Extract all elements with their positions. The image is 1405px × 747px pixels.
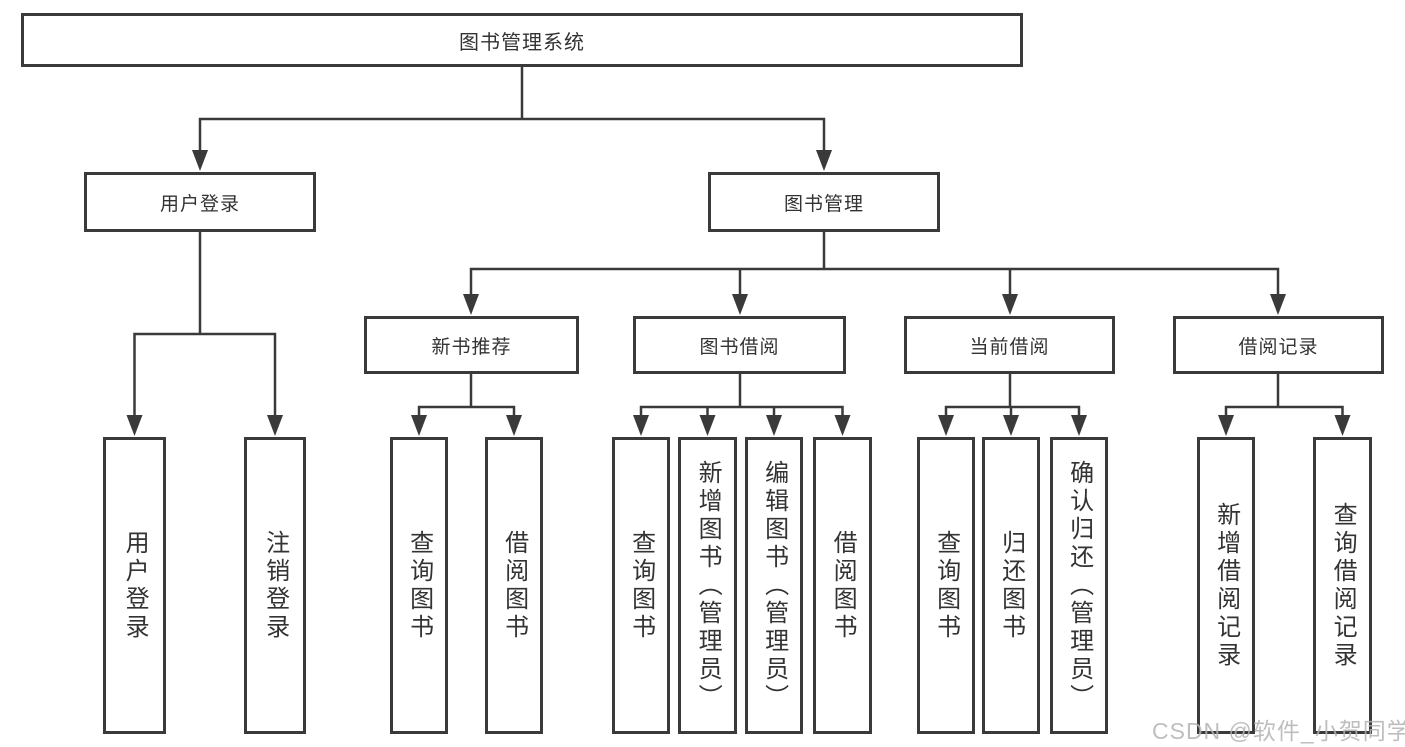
csdn-watermark: CSDN @软件_小贺同学 bbox=[1152, 718, 1405, 744]
arrowhead-down-icon bbox=[1002, 294, 1018, 315]
connector-borrow-records-to-leaves bbox=[1224, 372, 1344, 419]
leaf-add-book-admin: 新增图书（管理员） bbox=[678, 437, 737, 734]
arrowhead-down-icon bbox=[267, 415, 283, 436]
arrowhead-down-icon bbox=[766, 415, 782, 436]
leaf-borrow-books-recommend: 借阅图书 bbox=[485, 437, 543, 734]
connector-root-to-branches bbox=[198, 64, 826, 154]
node-borrow-records: 借阅记录 bbox=[1173, 316, 1384, 374]
node-label: 新书推荐 bbox=[431, 336, 512, 358]
node-label: 用户登录 bbox=[159, 193, 240, 215]
node-label: 图书管理系统 bbox=[459, 31, 585, 54]
node-book-borrow: 图书借阅 bbox=[633, 316, 846, 374]
node-label: 编辑图书（管理员） bbox=[760, 459, 788, 712]
node-label: 借阅记录 bbox=[1238, 336, 1319, 358]
node-label: 归还图书 bbox=[997, 529, 1025, 642]
arrowhead-down-icon bbox=[834, 415, 851, 436]
leaf-query-books-current: 查询图书 bbox=[917, 437, 975, 734]
arrowhead-down-icon bbox=[1334, 415, 1351, 436]
arrowhead-down-icon bbox=[463, 294, 479, 315]
leaf-query-books-recommend: 查询图书 bbox=[390, 437, 448, 734]
leaf-borrow-books: 借阅图书 bbox=[813, 437, 872, 734]
node-book-management-branch: 图书管理 bbox=[708, 172, 940, 232]
node-label: 图书管理 bbox=[783, 193, 864, 215]
arrowhead-down-icon bbox=[411, 415, 427, 436]
node-label: 查询图书 bbox=[405, 529, 433, 642]
node-label: 借阅图书 bbox=[500, 529, 528, 642]
connector-new-books-to-leaves bbox=[417, 372, 516, 419]
arrowhead-down-icon bbox=[1218, 415, 1234, 436]
arrowhead-down-icon bbox=[699, 415, 716, 436]
arrowhead-down-icon bbox=[633, 415, 649, 436]
node-user-login-branch: 用户登录 bbox=[84, 172, 316, 232]
node-label: 查询图书 bbox=[932, 529, 960, 642]
arrowhead-down-icon bbox=[1071, 415, 1087, 436]
node-new-book-recommend: 新书推荐 bbox=[364, 316, 579, 374]
node-label: 用户登录 bbox=[121, 529, 149, 642]
leaf-return-books: 归还图书 bbox=[982, 437, 1040, 734]
arrowhead-down-icon bbox=[732, 294, 748, 315]
connector-book-management-to-modules bbox=[469, 230, 1280, 298]
arrowhead-down-icon bbox=[1270, 294, 1286, 315]
arrowhead-down-icon bbox=[816, 150, 832, 171]
arrowhead-down-icon bbox=[192, 150, 208, 171]
arrowhead-down-icon bbox=[938, 415, 954, 436]
leaf-logout: 注销登录 bbox=[244, 437, 306, 734]
arrowhead-down-icon bbox=[126, 415, 143, 436]
leaf-edit-book-admin: 编辑图书（管理员） bbox=[745, 437, 803, 734]
node-label: 借阅图书 bbox=[829, 529, 857, 642]
node-library-system-root: 图书管理系统 bbox=[21, 13, 1023, 67]
leaf-user-login: 用户登录 bbox=[103, 437, 166, 734]
leaf-confirm-return-admin: 确认归还（管理员） bbox=[1050, 437, 1108, 734]
arrowhead-down-icon bbox=[1003, 415, 1019, 436]
arrowhead-down-icon bbox=[506, 415, 522, 436]
node-label: 新增图书（管理员） bbox=[694, 459, 722, 712]
node-label: 查询图书 bbox=[627, 529, 655, 642]
node-label: 新增借阅记录 bbox=[1212, 501, 1240, 670]
node-label: 查询借阅记录 bbox=[1329, 501, 1357, 670]
node-label: 确认归还（管理员） bbox=[1065, 459, 1093, 712]
node-label: 图书借阅 bbox=[699, 336, 780, 358]
node-current-borrow: 当前借阅 bbox=[904, 316, 1115, 374]
leaf-query-books-borrow: 查询图书 bbox=[612, 437, 670, 734]
connector-user-login-to-leaves bbox=[133, 230, 277, 419]
connector-book-borrow-to-leaves bbox=[639, 372, 844, 419]
node-label: 注销登录 bbox=[261, 529, 289, 642]
connector-current-borrow-to-leaves bbox=[944, 372, 1081, 419]
node-label: 当前借阅 bbox=[969, 336, 1050, 358]
leaf-add-borrow-record: 新增借阅记录 bbox=[1197, 437, 1255, 734]
leaf-query-borrow-record: 查询借阅记录 bbox=[1313, 437, 1372, 734]
